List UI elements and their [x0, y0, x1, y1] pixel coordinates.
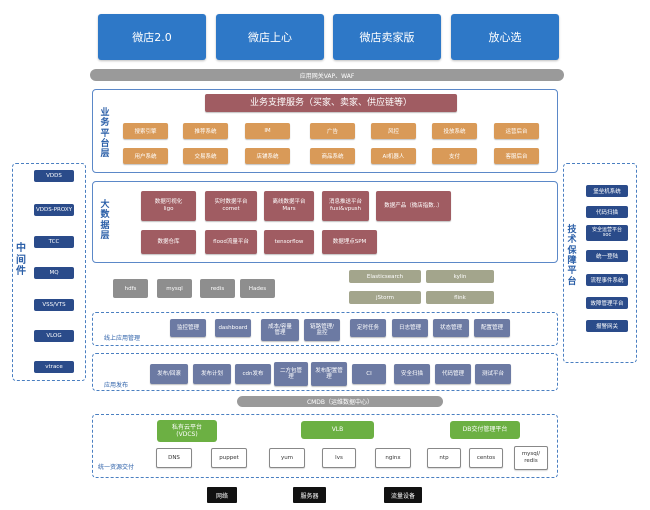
infra-traffic-device: 流量设备	[384, 487, 422, 503]
business-header: 业务支撑服务（买家、卖家、供应链等）	[205, 94, 457, 112]
om-status: 状态管理	[433, 319, 469, 337]
storage-flink: flink	[426, 291, 494, 304]
business-layer-label: 业 务 平 台 层	[100, 108, 110, 160]
tech-label: 技 术 保 障 平 台	[567, 225, 577, 287]
tech-fault-mgmt: 故障管理平台	[586, 297, 628, 309]
biz-goods-system: 商品系统	[310, 148, 355, 164]
release-label: 应用发布	[104, 382, 129, 389]
rel-code-mgmt: 代码管理	[435, 364, 471, 384]
rel-plan: 发布计划	[193, 364, 231, 384]
res-nginx: nginx	[375, 448, 411, 468]
storage-hades: Hades	[240, 279, 275, 298]
biz-payment: 支付	[432, 148, 477, 164]
mw-vdds-proxy: VDDS-PROXY	[34, 204, 74, 216]
tech-bastion: 堡垒机系统	[586, 185, 628, 197]
tech-alert-gateway: 报警网关	[586, 320, 628, 332]
res-ntp: ntp	[427, 448, 461, 468]
res-centos: centos	[469, 448, 503, 468]
storage-mysql: mysql	[157, 279, 192, 298]
storage-elasticsearch: Elasticsearch	[349, 270, 421, 283]
om-trace: 链路管理/ 监控	[304, 319, 340, 341]
infra-server: 服务器	[293, 487, 326, 503]
business-layer	[92, 89, 558, 173]
release-layer	[92, 353, 558, 391]
mw-vdds: VDDS	[34, 170, 74, 182]
storage-kylin: kylin	[426, 270, 494, 283]
delivery-vlb: VLB	[301, 421, 374, 439]
biz-trade-system: 交易系统	[183, 148, 228, 164]
biz-ads: 广告	[310, 123, 355, 139]
biz-delivery: 投放系统	[432, 123, 477, 139]
om-monitor: 监控管理	[170, 319, 206, 337]
online-mgmt-layer	[92, 312, 558, 346]
app-box-fangxinxuan: 放心选	[451, 14, 559, 60]
delivery-db-platform: DB交付管理平台	[450, 421, 520, 439]
bd-push-platform: 消息推送平台 fuxi&vpush	[322, 191, 369, 221]
delivery-private-cloud: 私有云平台 (VDCS)	[157, 420, 217, 442]
infra-network: 网络	[207, 487, 237, 503]
bd-data-product: 数据产品（微店指数..）	[376, 191, 451, 221]
storage-redis: redis	[200, 279, 235, 298]
biz-ai-robot: AI机器人	[371, 148, 416, 164]
rel-ci: CI	[352, 364, 386, 384]
bd-spm: 数据埋点SPM	[322, 230, 377, 254]
bd-tensorflow: tensorflow	[264, 230, 314, 254]
rel-security-scan: 安全扫描	[394, 364, 430, 384]
res-yum: yum	[269, 448, 305, 468]
rel-second-party: 二方包管 理	[274, 362, 308, 386]
om-log: 日志管理	[392, 319, 428, 337]
res-puppet: puppet	[211, 448, 247, 468]
biz-cs-backend: 客服后台	[494, 148, 539, 164]
mw-vlog: VLOG	[34, 330, 74, 342]
om-config: 配置管理	[474, 319, 510, 337]
mw-vtrace: vtrace	[34, 361, 74, 373]
online-mgmt-label: 线上应用管理	[104, 335, 141, 342]
mw-vss-vts: VSS/VTS	[34, 299, 74, 311]
tech-panel	[563, 163, 637, 363]
biz-im: IM	[245, 123, 290, 139]
biz-recommend: 推荐系统	[183, 123, 228, 139]
om-dashboard: dashboard	[215, 319, 251, 337]
rel-cdn: cdn发布	[235, 364, 271, 384]
bigdata-layer-label: 大 数 据 层	[100, 200, 110, 242]
middleware-panel	[12, 163, 86, 381]
tech-code-scan: 代码扫描	[586, 206, 628, 218]
biz-user-system: 用户系统	[123, 148, 168, 164]
tech-sso: 统一登陆	[586, 250, 628, 262]
res-lvs: lvs	[322, 448, 356, 468]
delivery-label: 统一资源交付	[98, 464, 135, 471]
rel-config: 发布配置管 理	[311, 362, 347, 386]
middleware-label: 中 间 件	[16, 243, 26, 277]
tech-process-event: 流程事件系统	[586, 274, 628, 286]
rel-test-platform: 测试平台	[475, 364, 511, 384]
bd-data-warehouse: 数据仓库	[141, 230, 196, 254]
delivery-layer	[92, 414, 558, 478]
biz-ops-backend: 运营后台	[494, 123, 539, 139]
app-box-weidian2: 微店2.0	[98, 14, 206, 60]
bd-visualization: 数据可视化 ligo	[141, 191, 196, 221]
app-box-weidian-shangxin: 微店上心	[216, 14, 324, 60]
bd-realtime-platform: 实时数据平台 comet	[205, 191, 257, 221]
biz-shop-system: 店铺系统	[245, 148, 290, 164]
storage-jstorm: jStorm	[349, 291, 421, 304]
bd-flood-platform: flood流量平台	[205, 230, 257, 254]
cmdb-bar: CMDB（运维数据中心）	[237, 396, 443, 407]
om-cost-capacity: 成本/容量 管理	[261, 319, 299, 341]
biz-risk: 风控	[371, 123, 416, 139]
om-cron: 定时任务	[350, 319, 386, 337]
mw-mq: MQ	[34, 267, 74, 279]
gateway-bar: 应用网关VAP、WAF	[90, 69, 564, 81]
rel-publish-rollback: 发布/回滚	[150, 364, 188, 384]
bd-offline-platform: 离线数据平台 Mars	[264, 191, 314, 221]
mw-tcc: TCC	[34, 236, 74, 248]
res-dns: DNS	[156, 448, 192, 468]
tech-soc: 安全运营平台 soc	[586, 225, 628, 241]
bigdata-layer	[92, 181, 558, 263]
biz-search-engine: 搜索引擎	[123, 123, 168, 139]
res-mysql-redis: mysql/ redis	[514, 446, 548, 470]
storage-hdfs: hdfs	[113, 279, 148, 298]
app-box-seller: 微店卖家版	[333, 14, 441, 60]
